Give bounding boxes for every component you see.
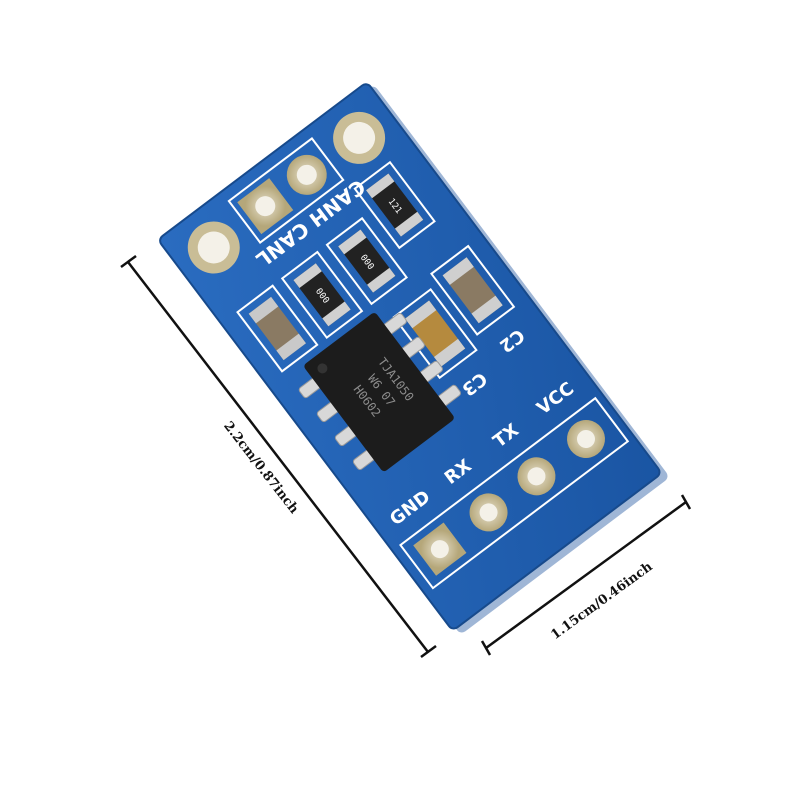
mounting-hole-left	[187, 221, 240, 274]
can-header-pads	[227, 137, 345, 244]
capacitor-group	[392, 244, 516, 380]
signal-header-pads	[399, 396, 630, 590]
resistor-row: 000 000 121	[236, 160, 436, 373]
mounting-hole-right	[333, 111, 386, 164]
width-label: 1.15cm/0.46inch	[548, 559, 656, 643]
pcb-board: CANH CANL 000 000 121	[159, 83, 668, 633]
transceiver-chip: TJA1050 W6 07 H0602	[298, 312, 461, 472]
